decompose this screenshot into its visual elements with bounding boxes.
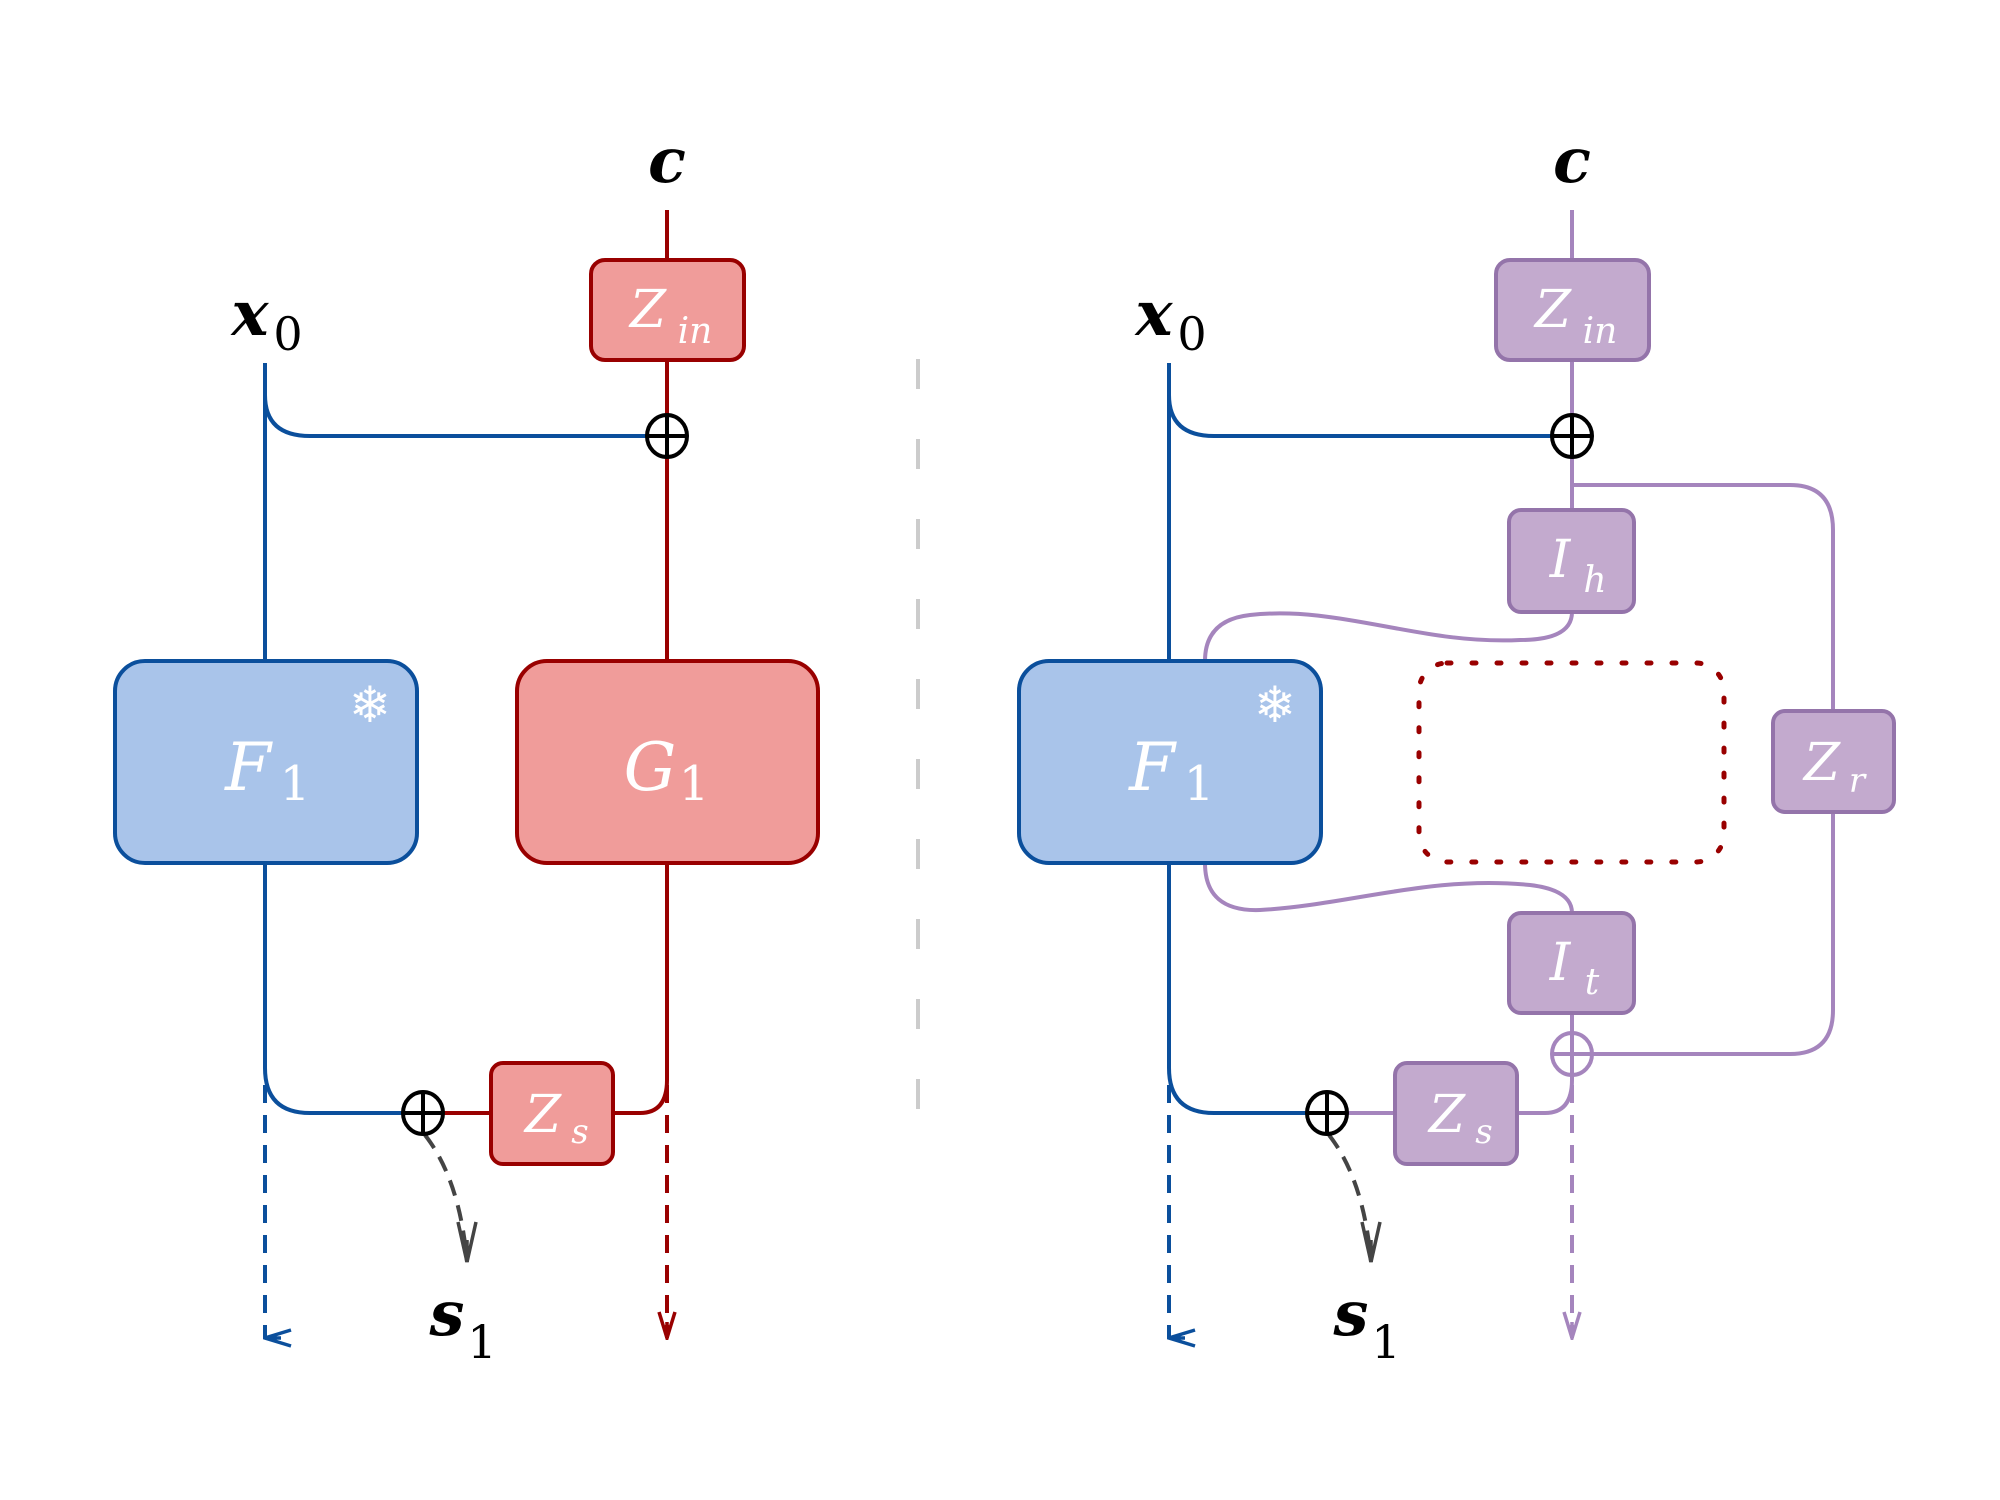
- oplus-bottom: [401, 1090, 445, 1136]
- f1-frozen-block: F 1 ❄: [1017, 659, 1323, 865]
- svg-text:c: c: [648, 124, 686, 197]
- svg-text:0: 0: [273, 307, 302, 361]
- svg-text:I: I: [1549, 530, 1572, 590]
- f1-to-it-line: [1203, 862, 1574, 914]
- right-connections: [1167, 210, 1835, 1338]
- left-panel: Z in F 1 ❄ G 1 Z s c x 0 s 1: [113, 124, 820, 1369]
- zr-return-line: [1592, 812, 1835, 1056]
- svg-text:Z: Z: [1802, 733, 1841, 793]
- placeholder-block-dotted: [1416, 660, 1727, 865]
- ih-to-f1-line: [1203, 611, 1574, 662]
- zs-to-g1-line: [613, 863, 669, 1115]
- s1-output-arrow: [423, 1133, 469, 1263]
- svg-text:Z: Z: [1427, 1085, 1466, 1145]
- s1-output-arrow: [1327, 1133, 1373, 1263]
- svg-text:in: in: [1583, 311, 1618, 352]
- oplus-purple: [1550, 1031, 1594, 1077]
- svg-text:c: c: [1553, 124, 1591, 197]
- s1-arrowhead: [1360, 1221, 1382, 1263]
- svg-text:G: G: [624, 729, 677, 806]
- zs-to-oplus-line: [1517, 1075, 1574, 1115]
- svg-text:1: 1: [679, 756, 710, 812]
- svg-text:F: F: [1128, 729, 1177, 806]
- svg-text:s: s: [429, 1277, 465, 1350]
- oplus-top: [1550, 413, 1594, 459]
- f1-out-line: [1167, 863, 1307, 1115]
- g1-trainable-block: G 1: [515, 659, 820, 865]
- svg-text:in: in: [678, 311, 713, 352]
- z-r-block: Z r: [1771, 709, 1896, 814]
- x0-branch-line: [1167, 394, 1552, 438]
- i-t-block: I t: [1507, 911, 1636, 1015]
- zr-branch-line: [1572, 483, 1835, 711]
- svg-text:0: 0: [1177, 307, 1206, 361]
- svg-text:r: r: [1849, 761, 1867, 801]
- snowflake-icon: ❄: [1254, 676, 1296, 734]
- z-in-block: Z in: [1494, 258, 1651, 362]
- label-x0: x 0: [1134, 277, 1207, 361]
- svg-text:I: I: [1549, 933, 1572, 993]
- z-in-block: Z in: [589, 258, 746, 362]
- svg-text:1: 1: [1184, 756, 1215, 812]
- svg-text:s: s: [571, 1112, 588, 1152]
- s1-arrowhead: [456, 1221, 478, 1263]
- label-x0: x 0: [230, 277, 303, 361]
- svg-text:F: F: [224, 729, 273, 806]
- oplus-top: [645, 413, 689, 459]
- svg-text:1: 1: [280, 756, 311, 812]
- label-c: c: [1553, 124, 1591, 197]
- left-connections: [263, 210, 669, 1338]
- label-s1: s 1: [1333, 1277, 1401, 1369]
- z-s-block: Z s: [1393, 1061, 1519, 1166]
- svg-text:x: x: [1134, 277, 1174, 350]
- svg-text:Z: Z: [1533, 280, 1572, 340]
- x0-branch-line: [263, 394, 647, 438]
- svg-text:Z: Z: [523, 1085, 562, 1145]
- svg-text:s: s: [1475, 1112, 1492, 1152]
- label-s1: s 1: [429, 1277, 497, 1369]
- f1-frozen-block: F 1 ❄: [113, 659, 419, 865]
- svg-text:h: h: [1583, 560, 1606, 601]
- svg-text:s: s: [1333, 1277, 1369, 1350]
- svg-text:1: 1: [1371, 1315, 1400, 1369]
- svg-text:Z: Z: [628, 280, 667, 340]
- oplus-bottom: [1305, 1090, 1349, 1136]
- z-s-block: Z s: [489, 1061, 615, 1166]
- i-h-block: I h: [1507, 508, 1636, 614]
- svg-text:t: t: [1585, 962, 1600, 1003]
- right-panel: Z in I h F 1 ❄ Z r I t Z s: [1017, 124, 1896, 1369]
- label-c: c: [648, 124, 686, 197]
- svg-text:1: 1: [467, 1315, 496, 1369]
- snowflake-icon: ❄: [349, 676, 391, 734]
- svg-text:x: x: [230, 277, 270, 350]
- f1-out-line: [263, 863, 403, 1115]
